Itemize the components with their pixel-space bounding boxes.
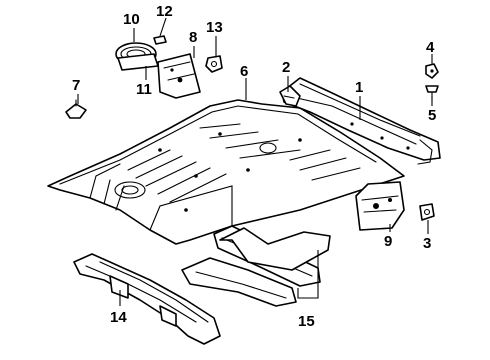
floor-pan [47, 99, 405, 245]
callout-10: 10 [123, 11, 140, 28]
clip-part-13 [205, 55, 223, 73]
clip-part-7 [65, 99, 87, 119]
callout-8: 8 [189, 29, 197, 46]
plate-part-11 [117, 53, 159, 71]
callout-3: 3 [423, 235, 431, 252]
callout-13: 13 [206, 19, 223, 36]
callout-14: 14 [110, 309, 127, 326]
callouts: 1 2 3 4 5 6 7 8 9 10 11 12 13 14 15 [72, 3, 436, 330]
callout-9: 9 [384, 233, 392, 250]
plug-part-12 [153, 35, 167, 45]
bracket-part-9 [355, 181, 405, 231]
side-rail [281, 77, 441, 165]
callout-12: 12 [156, 3, 173, 20]
callout-1: 1 [355, 79, 363, 96]
crossmember-part-15 [181, 225, 331, 307]
callout-2: 2 [282, 59, 290, 76]
callout-5: 5 [428, 107, 436, 124]
callout-7: 7 [72, 77, 80, 94]
bracket-part-8 [157, 53, 201, 99]
crossmember-part-14 [73, 253, 221, 345]
callout-15: 15 [298, 313, 315, 330]
bracket-part-3 [419, 203, 435, 221]
callout-6: 6 [240, 63, 248, 80]
clip-part-4 [425, 63, 439, 79]
leader-lines [77, 17, 433, 306]
callout-4: 4 [426, 39, 435, 56]
callout-11: 11 [136, 81, 152, 98]
